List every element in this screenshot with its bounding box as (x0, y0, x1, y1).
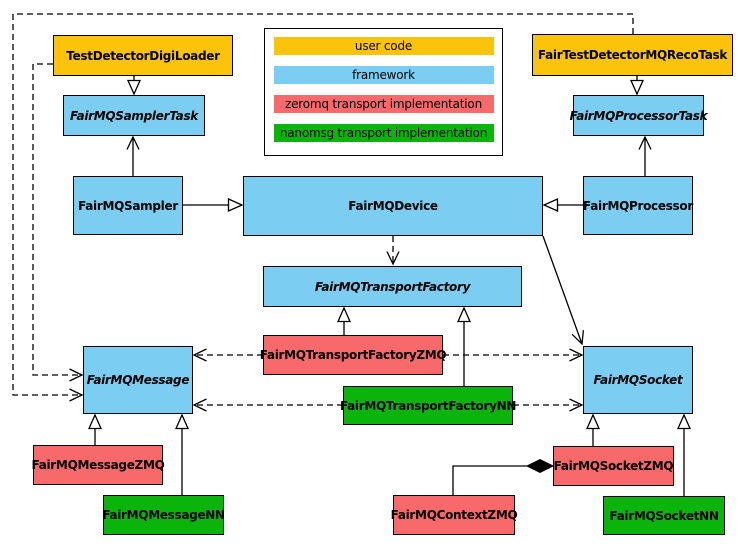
node-testdetectordigiloader: TestDetectorDigiLoader (53, 35, 233, 76)
legend-item-nanomsg: nanomsg transport implementation (273, 124, 494, 142)
node-fairmqtransportfactory: FairMQTransportFactory (263, 266, 522, 307)
node-fairmqtransportfactoryzmq: FairMQTransportFactoryZMQ (260, 335, 447, 375)
node-fairmqmessage: FairMQMessage (83, 346, 193, 414)
association-edges (126, 135, 652, 346)
composition-edges (452, 458, 555, 495)
node-fairmqsocketzmq: FairMQSocketZMQ (553, 446, 674, 486)
dependency-edges (12, 13, 634, 412)
node-fairmqmessagezmq: FairMQMessageZMQ (32, 445, 165, 485)
node-fairmqdevice: FairMQDevice (243, 176, 543, 236)
legend-item-framework: framework (273, 66, 494, 84)
edge-recotask-message (12, 13, 634, 402)
composition-diamond (525, 458, 555, 474)
generalization-edges (95, 76, 684, 496)
legend-item-zeromq: zeromq transport implementation (273, 95, 494, 113)
edge-digiloader-message (32, 63, 84, 382)
node-fairmqsocket: FairMQSocket (583, 346, 693, 414)
node-fairmqsamplertask: FairMQSamplerTask (63, 95, 205, 136)
node-fairmqsocketnn: FairMQSocketNN (603, 496, 725, 535)
edge-device-socket (542, 235, 585, 346)
node-fairmqprocessor: FairMQProcessor (583, 176, 693, 235)
legend-item-user-code: user code (273, 37, 494, 55)
node-fairmqsampler: FairMQSampler (73, 176, 183, 235)
node-fairmqprocessortask: FairMQProcessorTask (570, 95, 708, 136)
legend: user code framework zeromq transport imp… (264, 28, 503, 156)
node-fairtestdetectormqrecotask: FairTestDetectorMQRecoTask (532, 34, 733, 76)
node-fairmqtransportfactorynn: FairMQTransportFactoryNN (340, 386, 516, 425)
node-fairmqcontextzmq: FairMQContextZMQ (391, 495, 518, 535)
node-fairmqmessagenn: FairMQMessageNN (102, 495, 225, 535)
edge-contextzmq-socketzmq (452, 465, 527, 495)
